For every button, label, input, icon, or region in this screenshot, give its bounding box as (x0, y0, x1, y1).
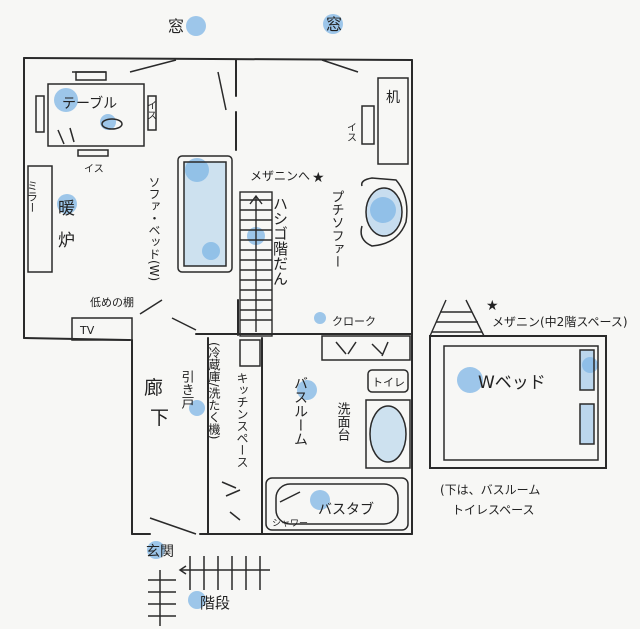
window-left-label: 窓 (168, 17, 184, 36)
mezzanine-note-2: トイレスペース (452, 503, 535, 517)
sofa-bed-label: ソファ・ベッド(W) (147, 176, 161, 281)
w-bed (443, 345, 599, 461)
bathtub (265, 477, 409, 531)
desk (361, 77, 409, 165)
walls (23, 57, 413, 535)
ladder-stairs-label: ハシゴ階だん (271, 196, 289, 286)
mezzanine-note-1: (下は、バスルーム (440, 483, 540, 497)
mezzanine-arrow-label: メザニンへ (250, 169, 310, 183)
closet (321, 335, 411, 361)
bathroom-label: バスルーム (292, 376, 308, 446)
low-shelf-label: 低めの棚 (90, 295, 134, 309)
dining-table (35, 71, 157, 157)
tv-label: TV (79, 324, 95, 337)
star-mark: ★ (312, 170, 325, 186)
corridor-label-2: 下 (150, 407, 169, 429)
sliding-door-label: 引き戸 (179, 370, 195, 409)
table-label: テーブル (62, 95, 117, 112)
desk-label: 机 (386, 90, 400, 106)
window-right-label: 窓 (326, 15, 342, 34)
petit-sofa (360, 177, 408, 247)
mezzanine-star: ★ (486, 298, 499, 314)
kitchen (221, 339, 261, 521)
watercolor-spots (54, 14, 598, 609)
w-bed-label: Wベッド (478, 373, 546, 393)
mezzanine-ladder (429, 299, 485, 337)
mirror-fireplace (27, 165, 53, 273)
washbasin-label: 洗面台 (335, 402, 351, 441)
toilet (367, 369, 409, 393)
chair-right-label: イス (145, 100, 157, 120)
fireplace-label-1: 暖 (58, 199, 75, 219)
bathtub-label: バスタブ (318, 501, 374, 518)
mezzanine-title: メザニン(中2階スペース) (492, 314, 628, 329)
stairs-label: 階段 (200, 594, 230, 612)
fireplace-label-2: 炉 (58, 231, 75, 251)
mezzanine-room (429, 335, 607, 469)
shower-label: シャワー (272, 519, 308, 529)
mirror-label: ミラー (26, 180, 39, 213)
fridge-laundry-label: (冷蔵庫/洗たく機) (207, 342, 221, 439)
stairs (148, 556, 270, 626)
kitchen-space-label: キッチンスペース (235, 372, 249, 468)
closet-label: クローク (332, 315, 376, 328)
sofa-bed (177, 155, 233, 273)
tv-shelf (71, 317, 133, 341)
toilet-label: トイレ (372, 376, 405, 389)
petit-sofa-label: プチソファー (329, 190, 344, 268)
washbasin (365, 399, 411, 469)
ladder-stairs (239, 191, 273, 337)
desk-chair-label: イス (345, 122, 357, 142)
chair-bottom-label: イス (84, 164, 104, 175)
entrance-label: 玄関 (146, 543, 174, 560)
corridor-label-1: 廊 (144, 377, 163, 399)
